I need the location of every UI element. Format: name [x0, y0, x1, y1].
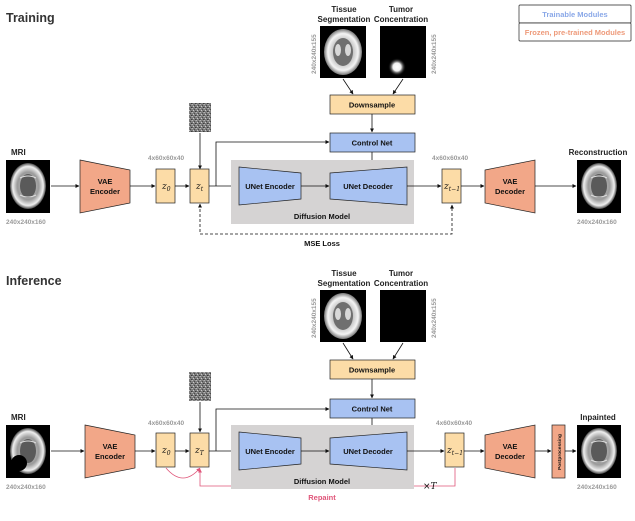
inference-tumor-label-2: Concentration: [374, 279, 428, 288]
inference-tissue-label-2: Segmentation: [318, 279, 371, 288]
inference-unet-encoder-block: [238, 431, 302, 471]
inference-zt1-label: zt−1: [446, 446, 463, 457]
training-mri-dim: 240x240x160: [6, 219, 46, 226]
inference-tumor-concentration-image: [380, 290, 426, 342]
training-reconstruction-label: Reconstruction: [569, 148, 628, 157]
inference-downsample-block: [329, 359, 416, 380]
training-recon-dim: 240x240x160: [577, 219, 617, 226]
training-section: Training Tissue Segmentation 240x240x155…: [6, 5, 627, 248]
training-zt1-label: zt−1: [443, 182, 460, 193]
inference-noise-image: [189, 372, 211, 401]
training-noise-image: [189, 103, 211, 132]
training-latent-dim-right: 4x60x60x40: [432, 155, 469, 162]
training-tissue-label-1: Tissue: [331, 5, 357, 14]
inference-seg-dim: 240x240x155: [311, 298, 318, 338]
inference-repaint-label: Repaint: [308, 493, 336, 502]
inference-postprocessing-block: [551, 424, 566, 479]
inference-inpainted-dim: 240x240x160: [577, 484, 617, 491]
inference-control-net-block: [329, 398, 416, 419]
training-downsample-block: [329, 94, 416, 115]
inference-diffusion-model-label: Diffusion Model: [294, 477, 350, 486]
inference-tumor-label-1: Tumor: [389, 269, 413, 278]
legend-frozen-label: Frozen, pre-trained Modules: [525, 28, 625, 37]
inference-z0-label: z0: [161, 446, 171, 457]
inference-tissue-segmentation-image: [320, 290, 366, 342]
training-title: Training: [6, 11, 55, 25]
training-reconstruction-image: [577, 160, 621, 213]
training-tumor-label-1: Tumor: [389, 5, 413, 14]
training-mse-loss-line: [198, 203, 454, 235]
legend-frozen-swatch: [518, 22, 632, 42]
inference-vae-decoder-label-1: VAE: [503, 442, 518, 451]
inference-times-T: ×T: [423, 482, 438, 492]
inference-postprocessing-label: Postprocessing: [557, 434, 563, 470]
inference-vae-decoder-label-2: Decoder: [495, 452, 525, 461]
inference-latent-dim-left: 4x60x60x40: [148, 420, 185, 427]
training-downsample-label: Downsample: [349, 101, 395, 110]
training-zt-label: zt: [195, 182, 204, 193]
training-vae-decoder-label-1: VAE: [503, 177, 518, 186]
inference-vae-encoder-label-2: Encoder: [95, 452, 125, 461]
training-unet-encoder-label: UNet Encoder: [245, 182, 295, 191]
training-latent-dim-left: 4x60x60x40: [148, 155, 185, 162]
training-seg-dim: 240x240x155: [311, 34, 318, 74]
inference-vae-encoder-block: [84, 424, 136, 479]
training-unet-encoder-block: [238, 166, 302, 206]
training-vae-encoder-block: [79, 159, 131, 214]
legend-trainable-label: Trainable Modules: [542, 10, 607, 19]
inference-inpainted-label: Inpainted: [580, 413, 616, 422]
inference-mri-dim: 240x240x160: [6, 484, 46, 491]
inference-vae-decoder-block: [484, 424, 536, 479]
training-vae-decoder-label-2: Decoder: [495, 187, 525, 196]
inference-control-net-label: Control Net: [352, 405, 393, 414]
training-mse-loss-label: MSE Loss: [304, 239, 340, 248]
inference-masked-mri-image: [6, 425, 50, 478]
training-diffusion-model-label: Diffusion Model: [294, 212, 350, 221]
training-conc-dim: 240x240x155: [431, 34, 438, 74]
inference-conc-dim: 240x240x155: [431, 298, 438, 338]
inference-unet-decoder-label: UNet Decoder: [343, 447, 393, 456]
inference-tissue-label-1: Tissue: [331, 269, 357, 278]
training-z0-label: z0: [161, 182, 171, 193]
training-tissue-label-2: Segmentation: [318, 15, 371, 24]
training-control-net-block: [329, 132, 416, 153]
training-vae-encoder-label-2: Encoder: [90, 187, 120, 196]
inference-section: Inference Tissue Segmentation 240x240x15…: [6, 269, 621, 502]
training-vae-encoder-label-1: VAE: [98, 177, 113, 186]
inference-repaint-curve: [165, 467, 201, 479]
inference-inpainted-image: [577, 425, 621, 478]
inference-unet-decoder-block: [329, 431, 408, 471]
inference-latent-dim-right: 4x60x60x40: [436, 420, 473, 427]
inference-zT-label: zT: [194, 446, 205, 457]
training-tissue-segmentation-image: [320, 26, 366, 78]
training-tumor-label-2: Concentration: [374, 15, 428, 24]
training-tumor-concentration-image: [380, 26, 426, 78]
inference-title: Inference: [6, 274, 62, 288]
inference-zt1-block: [444, 432, 465, 468]
legend: Trainable Modules Frozen, pre-trained Mo…: [518, 4, 632, 42]
inference-zT-block: [189, 432, 210, 468]
training-control-net-label: Control Net: [352, 139, 393, 148]
inference-unet-encoder-label: UNet Encoder: [245, 447, 295, 456]
training-vae-decoder-block: [484, 159, 536, 214]
training-unet-decoder-label: UNet Decoder: [343, 182, 393, 191]
inference-vae-encoder-label-1: VAE: [103, 442, 118, 451]
training-mri-image: [6, 160, 50, 213]
inference-z0-block: [155, 432, 176, 468]
training-mri-label: MRI: [11, 148, 26, 157]
inference-downsample-label: Downsample: [349, 366, 395, 375]
inference-mri-label: MRI: [11, 413, 26, 422]
